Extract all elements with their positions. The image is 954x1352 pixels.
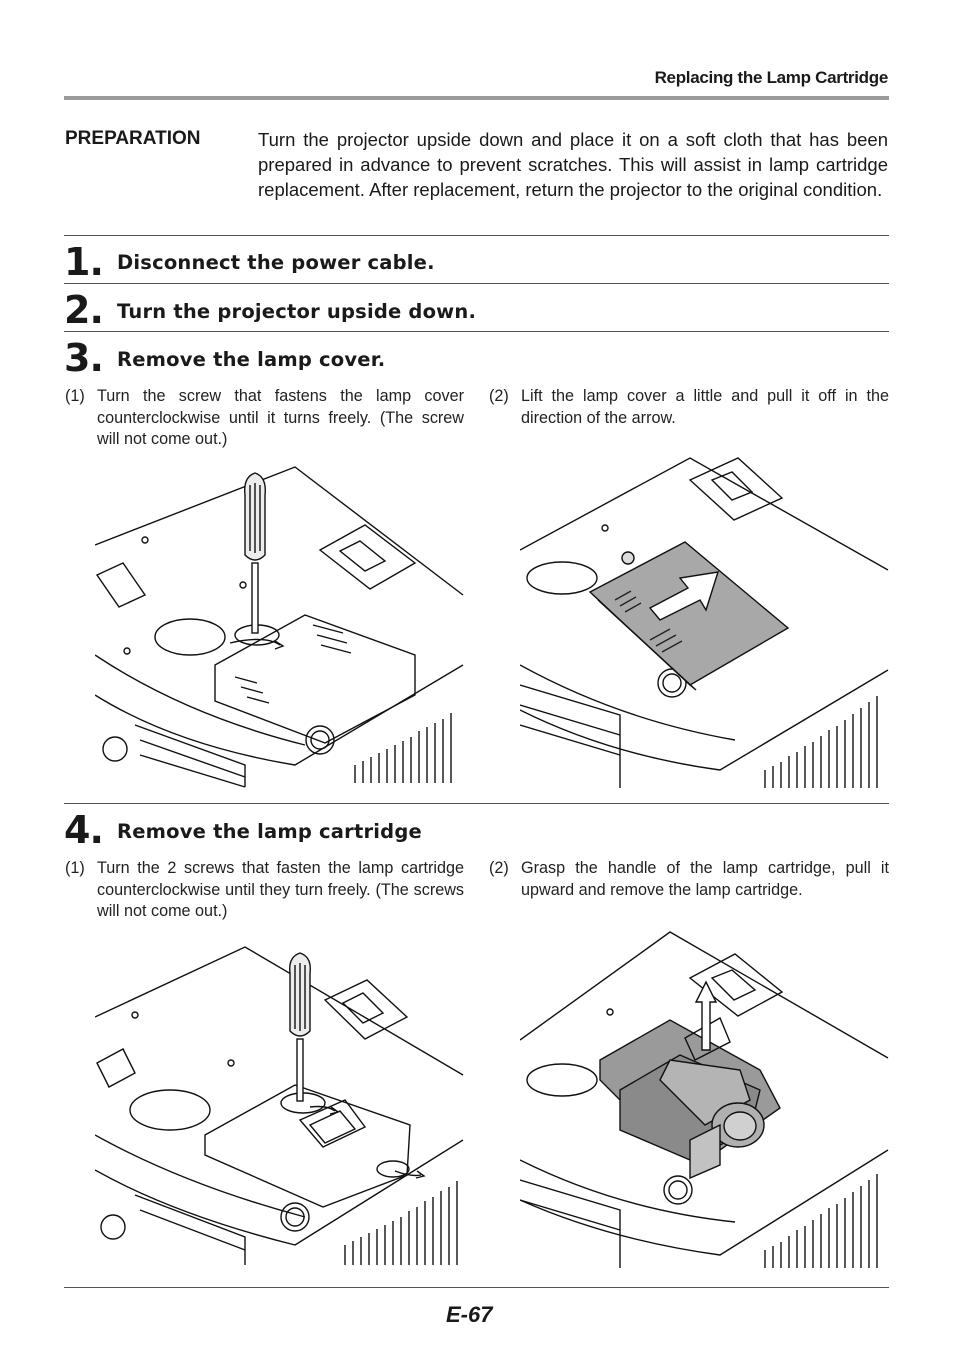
step-3-title: Remove the lamp cover. xyxy=(117,348,386,371)
substep-number: (2) xyxy=(489,387,509,405)
substep-number: (1) xyxy=(65,859,85,877)
step-3-number: 3. xyxy=(64,336,104,380)
preparation-label: PREPARATION xyxy=(65,128,201,149)
illustration-remove-lamp-cartridge xyxy=(520,931,889,1268)
step-4-substep-2: (2) Grasp the handle of the lamp cartrid… xyxy=(489,858,889,902)
step-1-number: 1. xyxy=(64,240,104,284)
divider xyxy=(64,283,889,284)
substep-text: Turn the screw that fastens the lamp cov… xyxy=(97,387,464,448)
substep-text: Grasp the handle of the lamp cartridge, … xyxy=(521,859,889,899)
substep-text: Turn the 2 screws that fasten the lamp c… xyxy=(97,859,464,920)
step-2-title: Turn the projector upside down. xyxy=(117,300,477,323)
page-number: E-67 xyxy=(446,1302,493,1327)
illustration-lift-lamp-cover xyxy=(520,457,889,788)
step-4-title: Remove the lamp cartridge xyxy=(117,820,422,843)
substep-text: Lift the lamp cover a little and pull it… xyxy=(521,387,889,427)
step-2-number: 2. xyxy=(64,288,104,332)
step-3-substep-1: (1) Turn the screw that fastens the lamp… xyxy=(65,386,464,452)
step-3-substep-2: (2) Lift the lamp cover a little and pul… xyxy=(489,386,889,430)
preparation-text: Turn the projector upside down and place… xyxy=(258,129,888,200)
step-1-title: Disconnect the power cable. xyxy=(117,251,435,274)
header-rule xyxy=(64,96,889,100)
section-title: Replacing the Lamp Cartridge xyxy=(654,68,889,87)
step-4-number: 4. xyxy=(64,808,104,852)
divider xyxy=(64,803,889,804)
illustration-loosen-cartridge-screws xyxy=(95,946,464,1265)
substep-number: (2) xyxy=(489,859,509,877)
step-4-substep-1: (1) Turn the 2 screws that fasten the la… xyxy=(65,858,464,924)
substep-number: (1) xyxy=(65,387,85,405)
divider xyxy=(64,1287,889,1288)
illustration-loosen-cover-screw xyxy=(95,466,464,788)
divider xyxy=(64,331,889,332)
divider xyxy=(64,235,889,236)
